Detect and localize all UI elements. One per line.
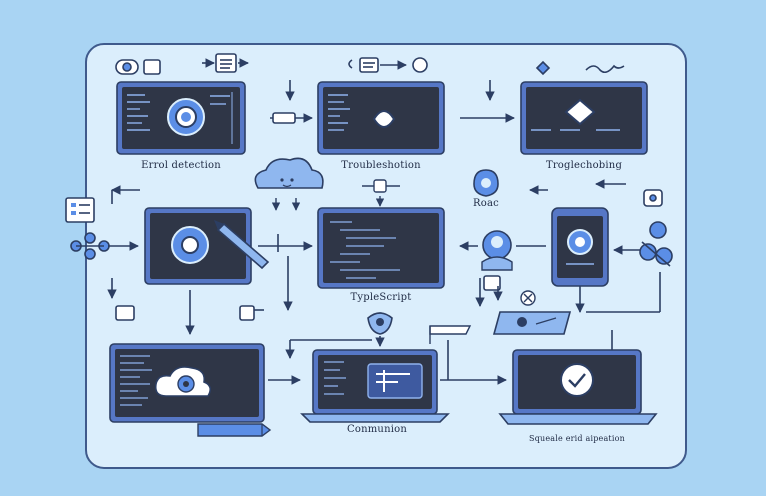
right-connectors (475, 179, 661, 313)
diamond-icon (564, 98, 596, 126)
close-icon (520, 290, 536, 306)
react-icon (473, 169, 499, 197)
diamond-icon (372, 110, 396, 128)
middle-connectors (185, 234, 313, 335)
label-react: Roac (473, 198, 499, 209)
label-troubleshooting-2: Troglechobing (545, 160, 623, 171)
screen-error-detection (116, 81, 246, 155)
middle-small-connectors (271, 179, 400, 211)
gear-icon (567, 229, 593, 255)
top-right-icons (535, 60, 625, 76)
gear-icon (171, 226, 209, 264)
key-icon (367, 312, 393, 347)
pencil-icon (197, 423, 272, 437)
flag-icon (429, 325, 472, 344)
label-connection: Conmunion (347, 424, 407, 435)
gear-icon (167, 98, 205, 136)
robot-icon (459, 230, 546, 271)
screen-gear-editor (144, 207, 252, 285)
label-typescript: TypleScript (350, 292, 412, 303)
top-left-icons (115, 53, 249, 75)
card-icon (492, 311, 572, 335)
laptop-icon (300, 349, 450, 423)
top-middle-icons (348, 57, 428, 73)
top-connectors (270, 80, 515, 124)
label-troubleshooting-1: Troubleshotion (341, 160, 421, 171)
phone-icon (551, 207, 609, 287)
bottom-connectors (268, 330, 613, 385)
screen-typescript (317, 207, 445, 289)
search-icon (177, 375, 195, 393)
checkmark-icon (560, 363, 594, 397)
cloud-icon (254, 157, 324, 189)
screen-troubleshooting-2 (520, 81, 648, 155)
screen-troubleshooting-1 (317, 81, 445, 155)
left-side-icons (65, 185, 140, 321)
pencil-icon (214, 220, 270, 270)
right-edge-icons (639, 189, 673, 267)
label-final-operation: Squeale erid aipeation (529, 434, 625, 443)
screen-cloud-search (109, 343, 265, 423)
label-error-detection: Errol detection (141, 160, 221, 171)
laptop-checkmark (498, 349, 658, 425)
